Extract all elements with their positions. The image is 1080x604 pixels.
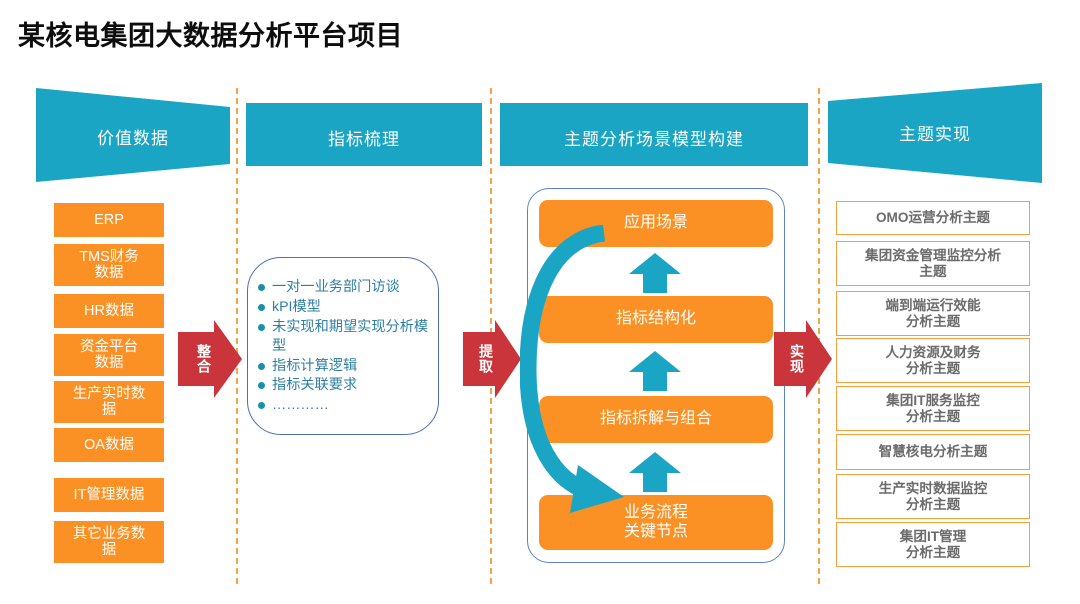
value-data-item-erp[interactable]: ERP	[54, 203, 164, 237]
column-divider-1	[236, 88, 238, 584]
chip-label: IT管理数据	[73, 486, 145, 503]
list-item: 指标计算逻辑	[258, 357, 434, 376]
stage-banner-indicator-combing[interactable]: 指标梳理	[246, 103, 482, 166]
theme-item-e2e[interactable]: 端到端运行效能 分析主题	[836, 291, 1030, 336]
list-item-label: 未实现和期望实现分析模型	[272, 318, 429, 354]
value-data-item-tms[interactable]: TMS财务 数据	[54, 244, 164, 286]
chip-label: 生产实时数 据	[72, 385, 146, 418]
stage-banner-label: 价值数据	[97, 129, 169, 148]
chip-label: 其它业务数 据	[72, 525, 146, 558]
theme-item-omo[interactable]: OMO运营分析主题	[836, 201, 1030, 235]
bullet-dot-icon	[258, 382, 265, 390]
value-data-item-oa[interactable]: OA数据	[54, 428, 164, 462]
chip-label: 集团资金管理监控分析 主题	[865, 247, 1001, 279]
chip-label: 集团IT管理 分析主题	[899, 528, 967, 560]
chip-label: ERP	[94, 211, 124, 228]
realize-arrow[interactable]: 实现	[772, 318, 834, 400]
theme-item-production[interactable]: 生产实时数据监控 分析主题	[836, 474, 1030, 519]
theme-item-fund-mgmt[interactable]: 集团资金管理监控分析 主题	[836, 241, 1030, 286]
feedback-curved-arrow-icon	[519, 224, 650, 520]
chip-label: 端到端运行效能 分析主题	[885, 297, 981, 329]
bullet-dot-icon	[258, 362, 265, 370]
theme-item-it-mgmt[interactable]: 集团IT管理 分析主题	[836, 522, 1030, 567]
chip-label: 人力资源及财务 分析主题	[885, 344, 981, 376]
chip-label: 生产实时数据监控 分析主题	[878, 480, 988, 512]
bullet-dot-icon	[258, 303, 265, 311]
value-data-item-hr[interactable]: HR数据	[54, 294, 164, 328]
scenario-box-decomposition[interactable]: 指标拆解与组合	[539, 396, 773, 443]
chip-label: OA数据	[84, 436, 134, 453]
stage-banner-label: 主题实现	[899, 125, 971, 144]
bullet-dot-icon	[258, 402, 265, 410]
list-item-label: kPI模型	[272, 298, 321, 315]
flow-up-arrow-icon	[629, 253, 681, 298]
indicator-combing-bullet-list: 一对一业务部门访谈 kPI模型 未实现和期望实现分析模型 指标计算逻辑 指标关联…	[258, 278, 434, 416]
list-item: kPI模型	[258, 298, 434, 317]
chip-label: 智慧核电分析主题	[878, 444, 988, 460]
column-divider-3	[818, 88, 820, 584]
theme-item-hr-finance[interactable]: 人力资源及财务 分析主题	[836, 338, 1030, 383]
flow-up-arrow-icon	[629, 452, 681, 497]
list-item: 一对一业务部门访谈	[258, 278, 434, 297]
list-item: 指标关联要求	[258, 376, 434, 395]
theme-item-it-service[interactable]: 集团IT服务监控 分析主题	[836, 386, 1030, 431]
value-data-item-fund[interactable]: 资金平台 数据	[54, 334, 164, 376]
box-label: 业务流程 关键节点	[623, 503, 688, 540]
stage-banner-label: 主题分析场景模型构建	[564, 130, 744, 149]
list-item-label: 指标关联要求	[272, 377, 358, 394]
flow-up-arrow-icon	[629, 351, 681, 396]
page-title: 某核电集团大数据分析平台项目	[18, 21, 403, 51]
integrate-arrow[interactable]: 整合	[176, 318, 244, 400]
list-item-label: 指标计算逻辑	[272, 357, 358, 374]
stage-banner-label: 指标梳理	[328, 130, 400, 149]
arrow-label: 提取	[478, 344, 494, 374]
value-data-item-other[interactable]: 其它业务数 据	[54, 521, 164, 563]
arrow-label: 整合	[196, 344, 212, 374]
chip-label: TMS财务 数据	[79, 248, 139, 281]
box-label: 指标结构化	[615, 310, 696, 328]
stage-banner-theme-realization[interactable]: 主题实现	[828, 83, 1042, 183]
chip-label: 资金平台 数据	[80, 338, 138, 371]
box-label: 指标拆解与组合	[599, 410, 712, 428]
indicator-combing-panel	[247, 257, 439, 435]
box-label: 应用场景	[623, 214, 688, 232]
value-data-item-production[interactable]: 生产实时数 据	[54, 381, 164, 423]
list-item-label: …………	[272, 397, 329, 414]
bullet-dot-icon	[258, 284, 265, 291]
chip-label: OMO运营分析主题	[875, 210, 991, 226]
bullet-dot-icon	[258, 323, 265, 331]
theme-item-smart-nuclear[interactable]: 智慧核电分析主题	[836, 434, 1030, 470]
value-data-item-it-mgmt[interactable]: IT管理数据	[54, 478, 164, 512]
scenario-box-structuring[interactable]: 指标结构化	[539, 296, 773, 343]
stage-banner-scenario-model[interactable]: 主题分析场景模型构建	[500, 103, 808, 166]
list-item: 未实现和期望实现分析模型	[258, 318, 434, 356]
arrow-label: 实现	[789, 344, 805, 374]
list-item: …………	[258, 396, 434, 415]
chip-label: 集团IT服务监控 分析主题	[886, 392, 980, 424]
extract-arrow[interactable]: 提取	[461, 318, 523, 400]
list-item-label: 一对一业务部门访谈	[272, 279, 400, 295]
stage-banner-value-data[interactable]: 价值数据	[36, 88, 230, 182]
chip-label: HR数据	[84, 302, 134, 319]
